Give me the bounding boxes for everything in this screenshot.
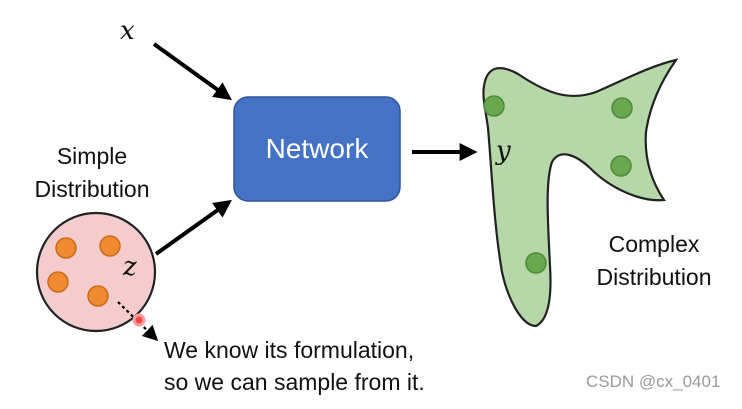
sample-point-marker	[132, 313, 146, 327]
variable-x: x	[120, 16, 135, 46]
simple-label-line2: Distribution	[34, 176, 150, 202]
complex-label-line1: Complex	[608, 231, 700, 257]
complex-distribution-label: Complex Distribution	[574, 228, 734, 294]
simple-sample-dot	[55, 237, 77, 259]
complex-sample-dot	[610, 155, 632, 177]
simple-sample-dot	[87, 285, 109, 307]
caption-line2: so we can sample from it.	[164, 369, 425, 395]
watermark: CSDN @cx_0401	[586, 372, 721, 391]
variable-y: y	[496, 136, 511, 166]
complex-label-line2: Distribution	[596, 264, 712, 290]
z-to-network-arrow	[154, 199, 232, 256]
simple-sample-dot	[47, 271, 69, 293]
simple-sample-dot	[99, 235, 121, 257]
network-label: Network	[265, 133, 369, 164]
network-box	[233, 96, 401, 202]
simple-distribution-label: Simple Distribution	[22, 140, 162, 206]
complex-sample-dot	[483, 95, 505, 117]
variable-z: z	[123, 252, 137, 282]
simple-label-line1: Simple	[56, 143, 128, 169]
caption: We know its formulation, so we can sampl…	[164, 334, 425, 398]
caption-line1: We know its formulation,	[164, 337, 415, 363]
complex-sample-dot	[525, 252, 547, 274]
x-to-network-arrow	[152, 42, 232, 101]
complex-sample-dot	[611, 97, 633, 119]
